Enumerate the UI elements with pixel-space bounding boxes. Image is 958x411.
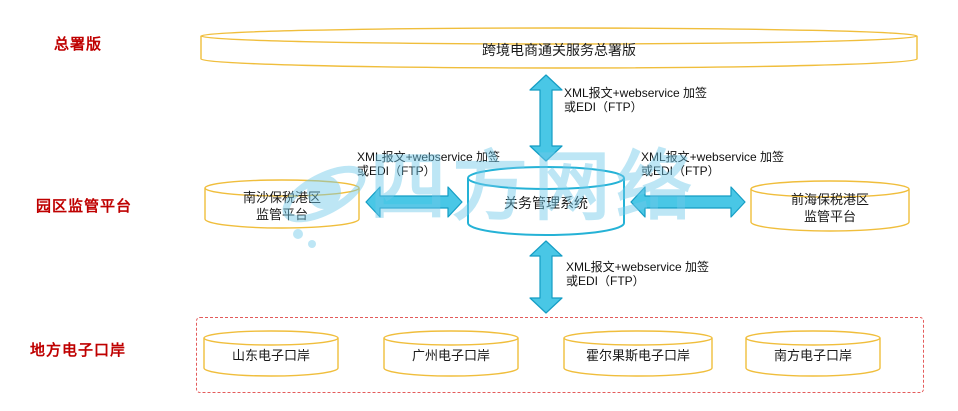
node-nansha: 南沙保税港区 监管平台	[204, 179, 360, 229]
local-eport-group-box	[196, 317, 924, 393]
tier-label-headquarters: 总署版	[54, 36, 103, 53]
edge-label-top-line2: 或EDI（FTP）	[564, 100, 643, 114]
node-qianhai: 前海保税港区 监管平台	[750, 180, 910, 232]
edge-label-bottom-line2: 或EDI（FTP）	[566, 274, 645, 288]
cylinder-shape-qianhai	[750, 180, 910, 232]
node-port-nanfang: 南方电子口岸	[745, 330, 881, 377]
cylinder-shape-horgos	[563, 330, 713, 377]
cylinder-shape-nanfang	[745, 330, 881, 377]
port-horgos-label: 霍尔果斯电子口岸	[585, 347, 690, 363]
qianhai-label-line1: 前海保税港区	[790, 192, 869, 208]
edge-label-right-line2: 或EDI（FTP）	[641, 164, 720, 178]
customs-management-label: 关务管理系统	[504, 194, 588, 211]
cylinder-shape-headquarters	[200, 27, 918, 69]
qianhai-label: 前海保税港区 监管平台	[750, 180, 910, 232]
edge-label-right-line1: XML报文+webservice 加签	[641, 150, 785, 164]
node-port-horgos: 霍尔果斯电子口岸	[563, 330, 713, 377]
cylinder-shape-shandong	[203, 330, 339, 377]
port-nanfang-label: 南方电子口岸	[773, 347, 852, 363]
edge-label-bottom: XML报文+webservice 加签 或EDI（FTP）	[566, 260, 709, 288]
arrow-hq-center	[529, 74, 563, 162]
node-customs-management: 关务管理系统	[467, 166, 625, 236]
arrow-center-ports	[529, 240, 563, 314]
edge-label-left-line1: XML报文+webservice 加签	[357, 150, 501, 164]
tier-label-local-eport: 地方电子口岸	[30, 342, 127, 359]
cylinder-shape-guangzhou	[383, 330, 519, 377]
edge-label-bottom-line1: XML报文+webservice 加签	[566, 260, 710, 274]
headquarters-label: 跨境电商通关服务总署版	[482, 41, 636, 58]
node-headquarters: 跨境电商通关服务总署版	[200, 27, 918, 69]
edge-label-left-line2: 或EDI（FTP）	[357, 164, 436, 178]
cylinder-shape-nansha	[204, 179, 360, 229]
edge-label-top-line1: XML报文+webservice 加签	[564, 86, 708, 100]
arrow-nansha-center	[365, 186, 463, 218]
nansha-label-line1: 南沙保税港区	[242, 190, 321, 206]
cylinder-shape-center	[467, 166, 625, 236]
nansha-label: 南沙保税港区 监管平台	[204, 179, 360, 229]
edge-label-left: XML报文+webservice 加签 或EDI（FTP）	[357, 150, 500, 178]
arrow-center-qianhai	[630, 186, 746, 218]
nansha-label-line2: 监管平台	[255, 206, 308, 222]
qianhai-label-line2: 监管平台	[803, 208, 856, 224]
tier-label-park-platform: 园区监管平台	[36, 198, 133, 215]
edge-label-top: XML报文+webservice 加签 或EDI（FTP）	[564, 86, 707, 114]
port-guangzhou-label: 广州电子口岸	[411, 347, 490, 363]
port-shandong-label: 山东电子口岸	[231, 347, 310, 363]
edge-label-right: XML报文+webservice 加签 或EDI（FTP）	[641, 150, 784, 178]
node-port-guangzhou: 广州电子口岸	[383, 330, 519, 377]
node-port-shandong: 山东电子口岸	[203, 330, 339, 377]
